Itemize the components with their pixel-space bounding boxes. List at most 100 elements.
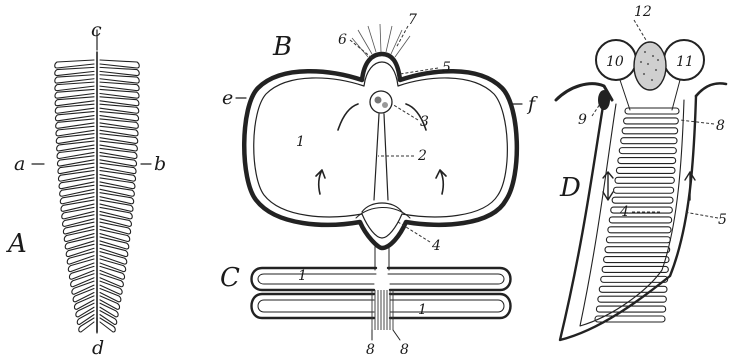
panel-b-cross-section: B e f 1 2 3 4 5 6 7 <box>222 12 538 254</box>
canal-tube-upper-left <box>252 268 377 290</box>
comb-lamella-l <box>55 67 94 75</box>
comb-row <box>608 227 671 233</box>
panel-a-title: A <box>6 229 27 259</box>
comb-row <box>596 306 665 312</box>
comb-lamella-r <box>100 178 135 189</box>
statocyst <box>370 91 392 113</box>
comb-row <box>614 187 674 193</box>
label-d-11: 11 <box>676 54 694 70</box>
comb-lamella-r <box>100 67 139 75</box>
label-7: 7 <box>408 12 417 28</box>
comb-lamella-r <box>100 185 134 196</box>
comb-lamella-l <box>64 230 94 242</box>
comb-lamella-r <box>100 60 139 68</box>
comb-lamella-l <box>55 60 94 68</box>
comb-lamella-l <box>62 207 94 218</box>
comb-lamella-l <box>58 163 94 173</box>
hatched-tissue <box>372 290 393 330</box>
comb-lamella-l <box>63 222 94 234</box>
comb-lamella-r <box>100 163 136 173</box>
comb-lamella-l <box>59 178 94 189</box>
oral-canal <box>374 114 388 200</box>
panel-b-title: B <box>272 32 292 62</box>
panel-d-title: D <box>559 173 581 203</box>
label-c: c <box>91 19 102 41</box>
label-a: a <box>14 153 25 175</box>
flow-arrow-lower-right <box>436 170 446 194</box>
label-c-1a: 1 <box>298 268 307 284</box>
comb-row <box>619 148 676 154</box>
comb-row <box>615 177 674 183</box>
comb-row <box>605 247 670 253</box>
body-wall-inner <box>254 62 508 238</box>
comb-row <box>609 217 671 223</box>
comb-row <box>618 158 676 164</box>
comb-row <box>625 108 679 114</box>
label-e: e <box>222 87 233 109</box>
comb-lamella-l <box>60 185 94 196</box>
comb-lamella-l <box>65 237 94 249</box>
comb-lamella-l <box>58 171 94 182</box>
body-wall-right <box>696 83 726 96</box>
comb-row <box>621 138 677 144</box>
label-3: 3 <box>420 114 429 130</box>
label-d-12: 12 <box>634 4 652 20</box>
comb-row <box>612 197 673 203</box>
comb-row <box>606 237 670 243</box>
comb-row <box>616 167 675 173</box>
label-d: d <box>92 337 104 359</box>
label-d-8: 8 <box>716 118 725 134</box>
label-d-9: 9 <box>578 112 587 128</box>
label-4: 4 <box>431 238 441 254</box>
comb-lamella-r <box>100 222 131 234</box>
label-1: 1 <box>296 134 305 150</box>
granular-mass-12 <box>634 42 666 90</box>
label-c-1b: 1 <box>418 302 427 318</box>
label-2: 2 <box>417 148 427 164</box>
label-6: 6 <box>338 32 347 48</box>
comb-lamella-l <box>61 200 94 211</box>
comb-lamella-r <box>100 200 133 211</box>
comb-lamella-r <box>100 237 129 249</box>
panel-a-comb-structure: c d a b A <box>6 19 166 359</box>
comb-row <box>602 266 668 272</box>
comb-lamella-r <box>100 82 139 91</box>
comb-row <box>604 257 669 263</box>
arrow-up <box>685 172 695 200</box>
comb-lamella-r <box>100 207 132 218</box>
comb-lamella-l <box>66 244 94 256</box>
comb-rows <box>595 108 679 322</box>
canal-tube-lower-left <box>252 294 375 318</box>
statolith <box>375 97 382 104</box>
label-b: b <box>154 153 166 175</box>
panel-d-longitudinal-section: D 12 10 11 9 8 4 5 <box>556 4 727 340</box>
panel-c-canal-section: C 1 1 8 8 <box>220 246 511 358</box>
comb-lamella-l <box>63 215 94 227</box>
label-f: f <box>526 93 538 115</box>
dark-organ <box>598 90 610 110</box>
label-d-4: 4 <box>619 204 629 220</box>
label-c-8b: 8 <box>400 342 409 358</box>
comb-lamella-r <box>100 171 136 182</box>
comb-lamella-r <box>100 230 130 242</box>
label-c-8a: 8 <box>366 342 375 358</box>
panel-c-title: C <box>220 263 240 293</box>
label-d-10: 10 <box>606 54 624 70</box>
comb-row <box>624 118 679 124</box>
comb-row <box>601 276 668 282</box>
comb-lamella-l <box>60 193 94 204</box>
comb-lamella-r <box>100 244 128 256</box>
comb-lamella-r <box>100 215 131 227</box>
canal-tube-upper-right <box>388 268 511 290</box>
comb-lamella-l <box>55 75 94 83</box>
canal-tube-lower-right <box>390 294 511 318</box>
flow-arrow-upper-left <box>338 104 358 130</box>
comb-lamella-r <box>100 193 134 204</box>
flow-arrow-lower-left <box>316 170 325 194</box>
label-d-5: 5 <box>718 212 727 228</box>
comb-lamella-r <box>100 75 139 83</box>
label-5: 5 <box>442 60 451 76</box>
comb-lamella-l <box>55 82 94 91</box>
